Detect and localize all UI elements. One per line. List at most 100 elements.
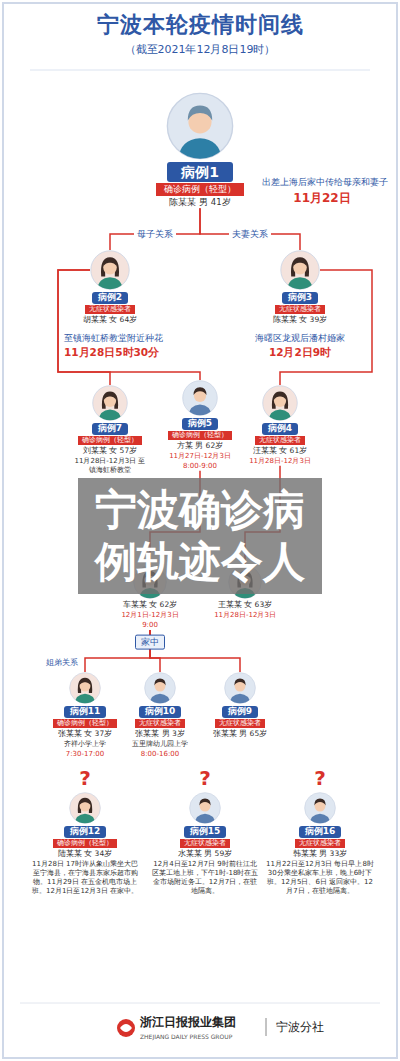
case-note: 7:30-17:00: [66, 750, 104, 759]
annotation: 12月2日9时: [269, 346, 331, 359]
person-name: 汪某某 女 61岁: [253, 446, 307, 456]
chart-title: 宁波本轮疫情时间线: [0, 12, 400, 38]
status-badge: 确诊病例（轻型）: [156, 183, 244, 196]
annotation: 至镇海虹桥教堂附近种花: [64, 333, 163, 344]
case-note: 五里牌幼儿园上学: [132, 740, 188, 749]
person-name: 张某某 男 3岁: [135, 729, 185, 739]
case-note: 11月22日至12月3日 每日早上8时30分乘坐私家车上班，晚上6时下班。12月…: [265, 860, 375, 896]
annotation: 宁波分社: [276, 1020, 324, 1034]
relation-line: [280, 270, 372, 385]
case-note: 9:00: [142, 621, 158, 630]
case-card: 病例7确诊病例（轻型）刘某某 女 57岁11月28日-12月3日 至镇海虹桥教堂: [72, 385, 148, 475]
person-name: 刘某某 女 57岁: [83, 446, 137, 456]
case-note: 11月27日-12月3日: [169, 452, 231, 461]
person-name: 张某某 女 37岁: [58, 729, 112, 739]
case-number: 病例3: [282, 292, 318, 304]
separator: [266, 1018, 267, 1036]
case-number: 病例1: [167, 162, 233, 182]
case-card: 病例12确诊病例（轻型）陆某某 女 34岁11月28日 17时许从象山乘坐大巴至…: [30, 792, 140, 896]
avatar-icon: [182, 380, 218, 416]
case-note: 8:00-16:00: [141, 750, 179, 759]
case-note: 12月4日至12月7日 9时前往江北区某工地上班，下午1时-18时在五金市场附近…: [150, 860, 260, 896]
case-card: 病例5确诊病例（轻型）方某 男 62岁11月27日-12月3日8:00-9:00: [162, 380, 238, 471]
person-name: 韩某某 男 33岁: [293, 849, 347, 859]
avatar-icon: [224, 672, 256, 704]
annotation: （截至2021年12月8日19时）: [125, 43, 276, 56]
avatar-icon: [92, 385, 128, 421]
logo-mark: [120, 1024, 132, 1032]
status-badge: 无症状感染者: [135, 719, 185, 728]
status-badge: 无症状感染者: [180, 839, 230, 848]
case-note: 齐祥小学上学: [64, 740, 106, 749]
case-card: 病例2无症状感染者胡某某 女 64岁: [65, 250, 155, 325]
case-note: 11月28日-12月3日 至镇海虹桥教堂: [72, 457, 148, 475]
annotation: 11月22日: [293, 191, 350, 205]
annotation: 出差上海后家中传给母亲和妻子: [262, 177, 388, 188]
person-name: 胡某某 女 64岁: [83, 315, 137, 325]
case-card: 病例10无症状感染者张某某 男 3岁五里牌幼儿园上学8:00-16:00: [125, 672, 195, 759]
case-card: 病例4无症状感染者汪某某 女 61岁11月28日-12月3日: [242, 385, 318, 466]
case-number: 病例2: [92, 292, 128, 304]
case-note: 11月28日-12月3日: [249, 457, 311, 466]
relation-line: [110, 208, 200, 250]
case-number: 病例15: [184, 826, 227, 838]
avatar-icon: [144, 672, 176, 704]
avatar-icon: [189, 792, 221, 824]
avatar-icon: [90, 250, 130, 290]
person-name: 车某某 女 62岁: [123, 600, 177, 610]
status-badge: 确诊病例（轻型）: [168, 431, 232, 440]
avatar-icon: [166, 92, 234, 160]
annotation: 浙江日报报业集团: [140, 1015, 236, 1029]
status-badge: 无症状感染者: [215, 719, 265, 728]
avatar-icon: [69, 792, 101, 824]
avatar-icon: [304, 792, 336, 824]
status-badge: 无症状感染者: [85, 305, 135, 314]
annotation: 11月28日5时30分: [64, 346, 159, 359]
annotation: 姐弟关系: [46, 658, 78, 668]
case-number: 病例10: [139, 706, 182, 718]
case-number: 病例11: [64, 706, 107, 718]
footer-rule: [20, 1003, 380, 1004]
status-badge: 无症状感染者: [255, 436, 305, 445]
case-number: 病例12: [64, 826, 107, 838]
status-badge: 无症状感染者: [295, 839, 345, 848]
relation-label: 母子关系: [134, 229, 176, 240]
case-card: 病例1确诊病例（轻型）陈某某 男 41岁: [140, 92, 260, 208]
case-number: 病例16: [299, 826, 342, 838]
case-number: 病例9: [222, 706, 258, 718]
case-card: 病例9无症状感染者张某某 男 65岁: [205, 672, 275, 739]
annotation: ZHEJIANG DAILY PRESS GROUP: [140, 1033, 232, 1040]
avatar-icon: [280, 250, 320, 290]
case-card: 病例16无症状感染者韩某某 男 33岁11月22日至12月3日 每日早上8时30…: [265, 792, 375, 896]
case-card: 病例11确诊病例（轻型）张某某 女 37岁齐祥小学上学7:30-17:00: [50, 672, 120, 759]
case-note: 8:00-9:00: [183, 462, 217, 471]
person-name: 张某某 男 65岁: [213, 729, 267, 739]
annotation: 海曙区龙观后潘村婚家: [255, 333, 345, 344]
unknown-source-mark: ?: [314, 766, 326, 790]
status-badge: 无症状感染者: [275, 305, 325, 314]
person-name: 陈某某 女 39岁: [273, 315, 327, 325]
header-rule: [30, 70, 370, 71]
unknown-source-mark: ?: [79, 766, 91, 790]
avatar-icon: [69, 672, 101, 704]
case-note: 11月28日 17时许从象山乘坐大巴至宁海县，在宁海县东家乐超市购物。11月29…: [30, 860, 140, 896]
person-name: 王某某 女 63岁: [218, 600, 272, 610]
relation-line: [200, 208, 300, 250]
status-badge: 确诊病例（轻型）: [78, 436, 142, 445]
status-badge: 确诊病例（轻型）: [53, 719, 117, 728]
case-number: 病例7: [92, 423, 128, 435]
status-badge: 确诊病例（轻型）: [53, 839, 117, 848]
logo-mark: [117, 1019, 135, 1037]
case-card: 病例15无症状感染者水某某 男 59岁12月4日至12月7日 9时前往江北区某工…: [150, 792, 260, 896]
avatar-icon: [262, 385, 298, 421]
unknown-source-mark: ?: [199, 766, 211, 790]
case-number: 病例5: [182, 418, 218, 430]
case-note: 11月28日-12月3日: [214, 611, 276, 620]
case-card: 病例3无症状感染者陈某某 女 39岁: [255, 250, 345, 325]
case-note: 12月1日-12月3日: [121, 611, 178, 620]
relation-line: [58, 270, 200, 380]
annotation: 家中: [135, 635, 165, 650]
person-name: 方某 男 62岁: [177, 441, 223, 451]
person-name: 陈某某 男 41岁: [169, 197, 230, 208]
page-frame: [3, 3, 397, 1058]
